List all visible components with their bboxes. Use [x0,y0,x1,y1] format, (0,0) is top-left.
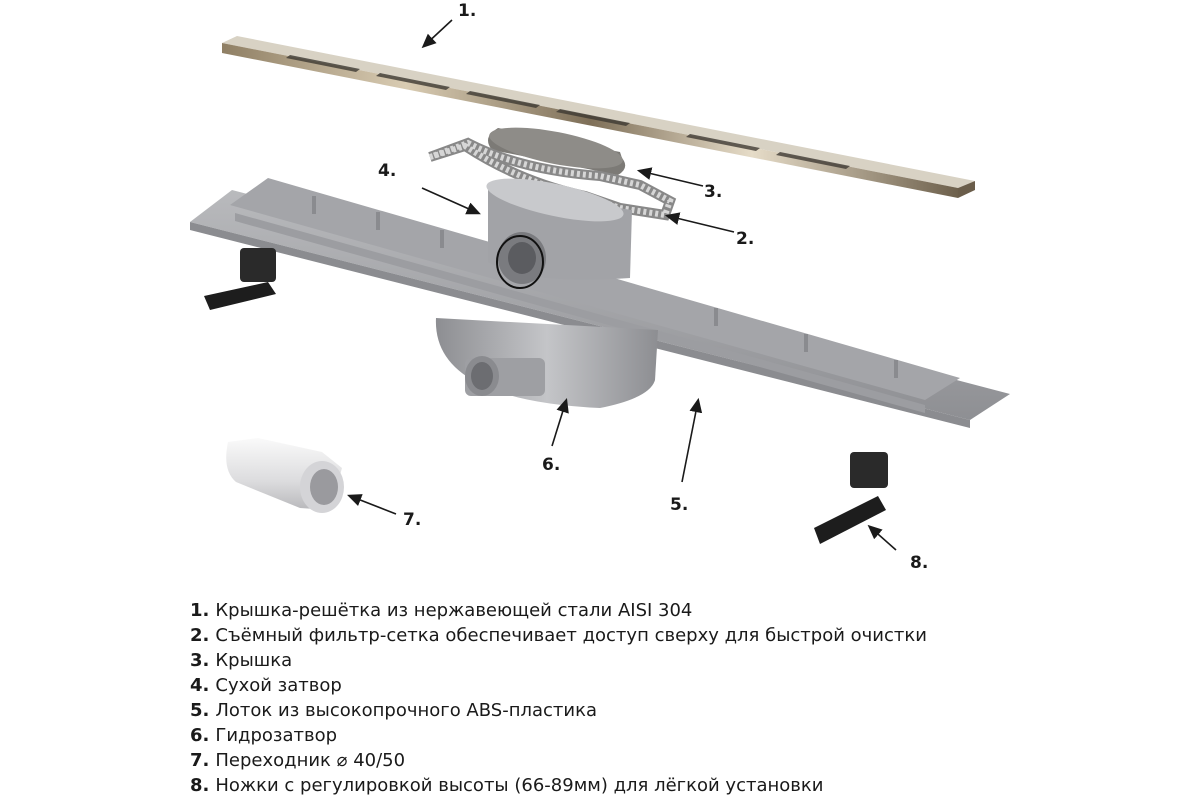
callout-1: 1. [458,1,476,21]
legend-item: 3.Крышка [190,648,1180,673]
pipe-adapter [226,438,344,513]
legend-item-number: 8. [190,775,210,796]
drain-tray [190,178,1010,428]
callout-6: 6. [542,455,560,475]
filter-mesh [428,137,677,221]
legend-item-number: 1. [190,600,210,621]
legend-item-number: 2. [190,625,210,646]
legend-item-number: 4. [190,675,210,696]
adjustable-foot-right [814,452,888,544]
legend-item: 6.Гидрозатвор [190,723,1180,748]
legend-item-text: Крышка [215,650,293,671]
legend-item: 8.Ножки с регулировкой высоты (66-89мм) … [190,773,1180,798]
callout-3: 3. [704,182,722,202]
legend-item-text: Ножки с регулировкой высоты (66-89мм) дл… [215,775,824,796]
legend-item-number: 7. [190,750,210,771]
parts-legend: 1.Крышка-решётка из нержавеющей стали AI… [190,598,1180,798]
legend-item-text: Сухой затвор [215,675,342,696]
adjustable-foot-left [204,248,276,310]
legend-item-text: Лоток из высокопрочного ABS-пластика [215,700,597,721]
callout-8: 8. [910,553,928,573]
legend-item: 5.Лоток из высокопрочного ABS-пластика [190,698,1180,723]
legend-item-number: 3. [190,650,210,671]
water-trap [435,318,658,408]
legend-item: 2.Съёмный фильтр-сетка обеспечивает дост… [190,623,1180,648]
callout-7: 7. [403,510,421,530]
legend-item-number: 5. [190,700,210,721]
callout-labels: 1. 2. 3. 4. 5. 6. 7. 8. [378,1,928,573]
legend-item-text: Съёмный фильтр-сетка обеспечивает доступ… [215,625,927,646]
callout-2: 2. [736,229,754,249]
legend-item: 1.Крышка-решётка из нержавеющей стали AI… [190,598,1180,623]
steel-grate [222,36,975,198]
legend-item-number: 6. [190,725,210,746]
legend-item: 4.Сухой затвор [190,673,1180,698]
legend-item-text: Переходник ⌀ 40/50 [215,750,406,771]
callout-arrows [347,19,897,551]
exploded-drain-diagram: 1. 2. 3. 4. 5. 6. 7. 8. [190,1,1010,573]
cover [488,127,626,175]
callout-5: 5. [670,495,688,515]
legend-item-text: Гидрозатвор [215,725,338,746]
legend-item-text: Крышка-решётка из нержавеющей стали AISI… [215,600,693,621]
legend-item: 7.Переходник ⌀ 40/50 [190,748,1180,773]
callout-4: 4. [378,161,396,181]
dry-trap [486,178,632,289]
